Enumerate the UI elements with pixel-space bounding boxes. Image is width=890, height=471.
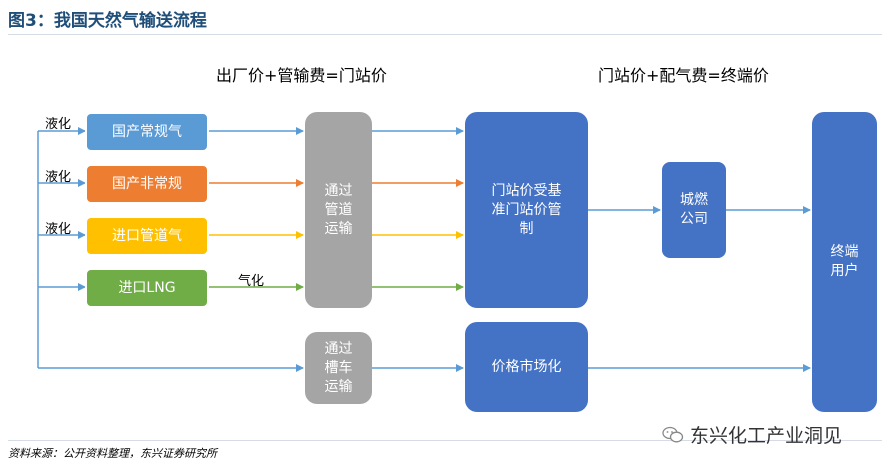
source-imported-pipeline: 进口管道气: [85, 216, 209, 256]
source-label: 进口LNG: [118, 279, 176, 296]
liquefy-label-1: 液化: [45, 117, 72, 132]
source-label: 进口管道气: [112, 227, 182, 244]
gasify-label: 气化: [238, 274, 265, 289]
footer-divider: [8, 440, 882, 441]
heading-gate-price: 出厂价+管输费=门站价: [216, 66, 387, 85]
figure-title: 图3：我国天然气输送流程: [8, 11, 207, 31]
pipeline-transport-node: 通过 管道 运输: [305, 112, 372, 308]
liquefy-label-2: 液化: [45, 170, 72, 185]
tanker-transport-node: 通过 槽车 运输: [305, 332, 372, 404]
city-gas-company-node: 城燃 公司: [662, 162, 726, 258]
source-domestic-conventional: 国产常规气: [85, 112, 209, 152]
title-divider: [8, 34, 882, 35]
market-price-node: 价格市场化: [465, 322, 588, 412]
source-label: 国产常规气: [112, 123, 182, 140]
brand-watermark: 东兴化工产业洞见: [662, 421, 842, 448]
liquefy-label-3: 液化: [45, 222, 72, 237]
heading-end-price: 门站价+配气费=终端价: [598, 66, 769, 85]
wechat-icon: [662, 426, 684, 442]
source-label: 国产非常规: [112, 175, 182, 192]
source-imported-lng: 进口LNG: [85, 268, 209, 308]
source-note: 资料来源：公开资料整理，东兴证券研究所: [8, 447, 217, 460]
brand-name: 东兴化工产业洞见: [690, 425, 843, 447]
end-user-node: 终端 用户: [812, 112, 877, 412]
source-domestic-unconventional: 国产非常规: [85, 164, 209, 204]
city-gate-price-node: 门站价受基 准门站价管 制: [465, 112, 588, 308]
